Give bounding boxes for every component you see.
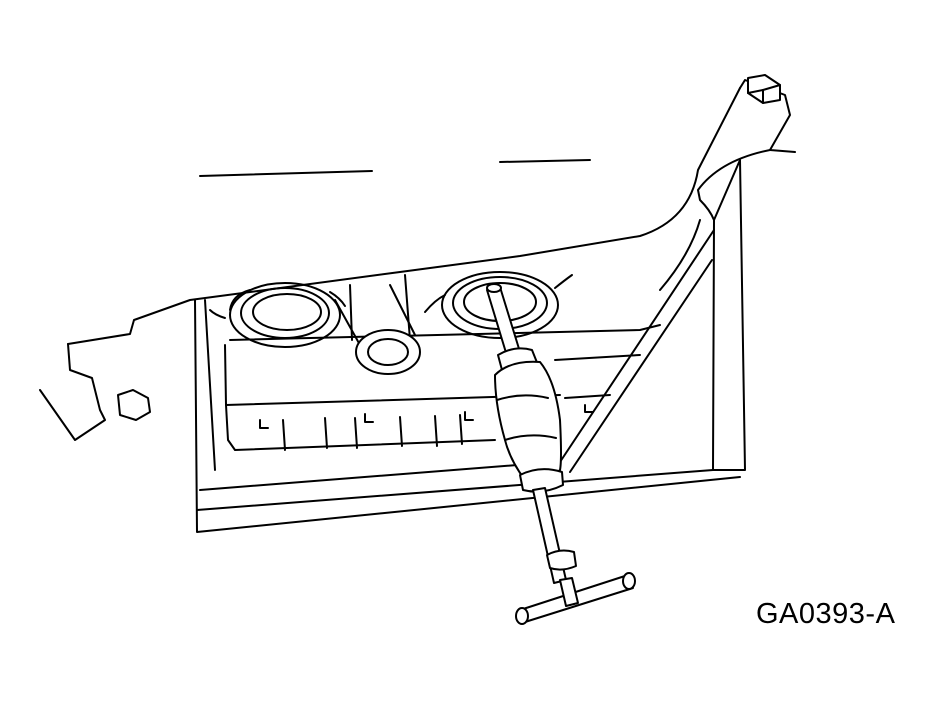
- loose-lines: [199, 159, 591, 177]
- housing: [39, 79, 796, 533]
- sleeve: [334, 284, 421, 375]
- bore-left: [229, 282, 346, 348]
- bolt-head: [747, 74, 781, 104]
- figure-code-label: GA0393-A: [756, 598, 896, 630]
- slide-hammer-puller: [486, 283, 636, 625]
- nut-icon: [117, 389, 151, 421]
